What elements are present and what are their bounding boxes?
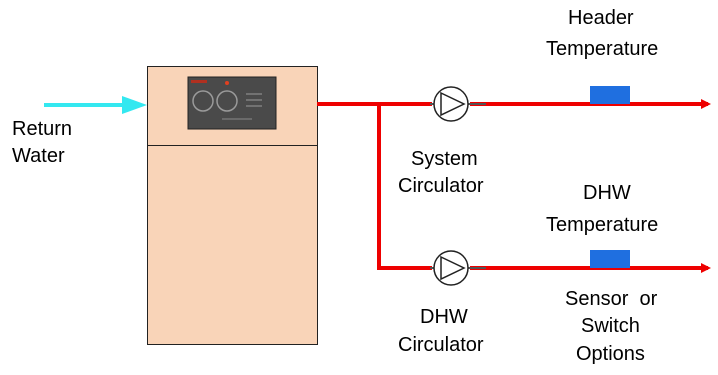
system-circulator-label-line1: System — [411, 148, 478, 170]
header-temperature-label-line2: Temperature — [546, 38, 658, 60]
dhw-pump-impeller — [440, 255, 466, 281]
dhw-circulator-label-line2: Circulator — [398, 334, 484, 356]
sensor-options-label-line3: Options — [576, 343, 645, 365]
temperature-sensor-icon — [590, 250, 630, 268]
supply-piping — [317, 99, 711, 273]
dhw-branch-pipe — [377, 104, 432, 270]
system-circulator-label-line2: Circulator — [398, 175, 484, 197]
sensor-options-label-line1: Sensor or — [565, 288, 658, 310]
dhw-temperature-label-line1: DHW — [583, 182, 631, 204]
control-panel-header-bar — [191, 80, 207, 83]
return-water-label-line2: Water — [12, 145, 65, 167]
dhw-temperature-label-line2: Temperature — [546, 214, 658, 236]
header-temperature-label-line1: Header — [568, 7, 634, 29]
control-panel-gauge-right — [216, 90, 238, 112]
return-arrow-head — [122, 96, 147, 114]
return-water-arrow — [44, 96, 147, 114]
return-water-label-line1: Return — [12, 118, 72, 140]
boiler-icon — [147, 66, 318, 345]
temperature-sensor-icon — [590, 86, 630, 104]
pump-icon — [430, 250, 486, 286]
sensor-options-label-line2: Switch — [581, 315, 640, 337]
system-pump-impeller — [440, 91, 466, 117]
control-panel-icon — [187, 76, 277, 130]
pump-icon — [430, 86, 486, 122]
control-panel-screen — [187, 76, 277, 130]
dhw-circulator-label-line1: DHW — [420, 306, 468, 328]
control-panel-gauge-left — [192, 90, 214, 112]
control-panel-indicator — [225, 81, 229, 85]
